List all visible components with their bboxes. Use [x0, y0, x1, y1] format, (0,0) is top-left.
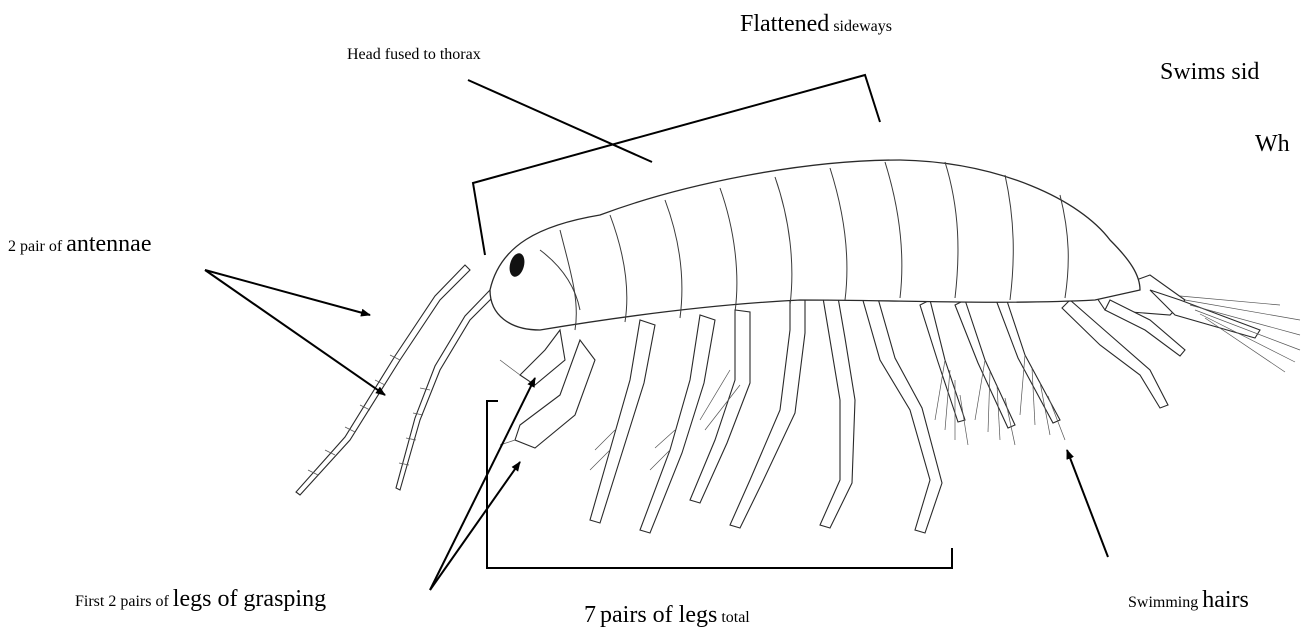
label-grasping: First 2 pairs of legs of grasping — [75, 587, 326, 611]
swimming-hairs-arrow — [1067, 450, 1108, 557]
label-flattened-sub: sideways — [833, 18, 892, 35]
head-fused-pointer — [468, 80, 652, 162]
label-swimming-hairs: Swimming hairs — [1128, 588, 1249, 612]
label-grasping-b: legs of grasping — [173, 586, 326, 612]
label-swims-side: Swims sid — [1160, 60, 1259, 84]
label-grasping-a: First 2 pairs of — [75, 593, 169, 610]
label-legs-total-b: pairs of legs — [600, 602, 717, 628]
label-antennae: 2 pair of antennae — [8, 232, 151, 256]
body — [490, 160, 1140, 330]
antennae — [296, 265, 495, 495]
antennae-arrows — [205, 270, 385, 395]
swimming-hairs — [920, 295, 1065, 445]
label-wh: Wh — [1255, 132, 1290, 156]
label-legs-total: 7 pairs of legs total — [584, 603, 750, 627]
label-swimming-a: Swimming — [1128, 594, 1198, 611]
label-antennae-a: 2 pair of — [8, 238, 62, 255]
label-flattened-main: Flattened — [740, 11, 829, 37]
label-head-fused: Head fused to thorax — [347, 47, 481, 63]
label-legs-total-a: 7 — [584, 602, 596, 628]
label-swimming-b: hairs — [1202, 587, 1249, 613]
label-flattened: Flattened sideways — [740, 12, 892, 36]
label-legs-total-c: total — [721, 609, 749, 626]
grasping-arrows — [430, 378, 535, 590]
label-antennae-b: antennae — [66, 231, 151, 257]
